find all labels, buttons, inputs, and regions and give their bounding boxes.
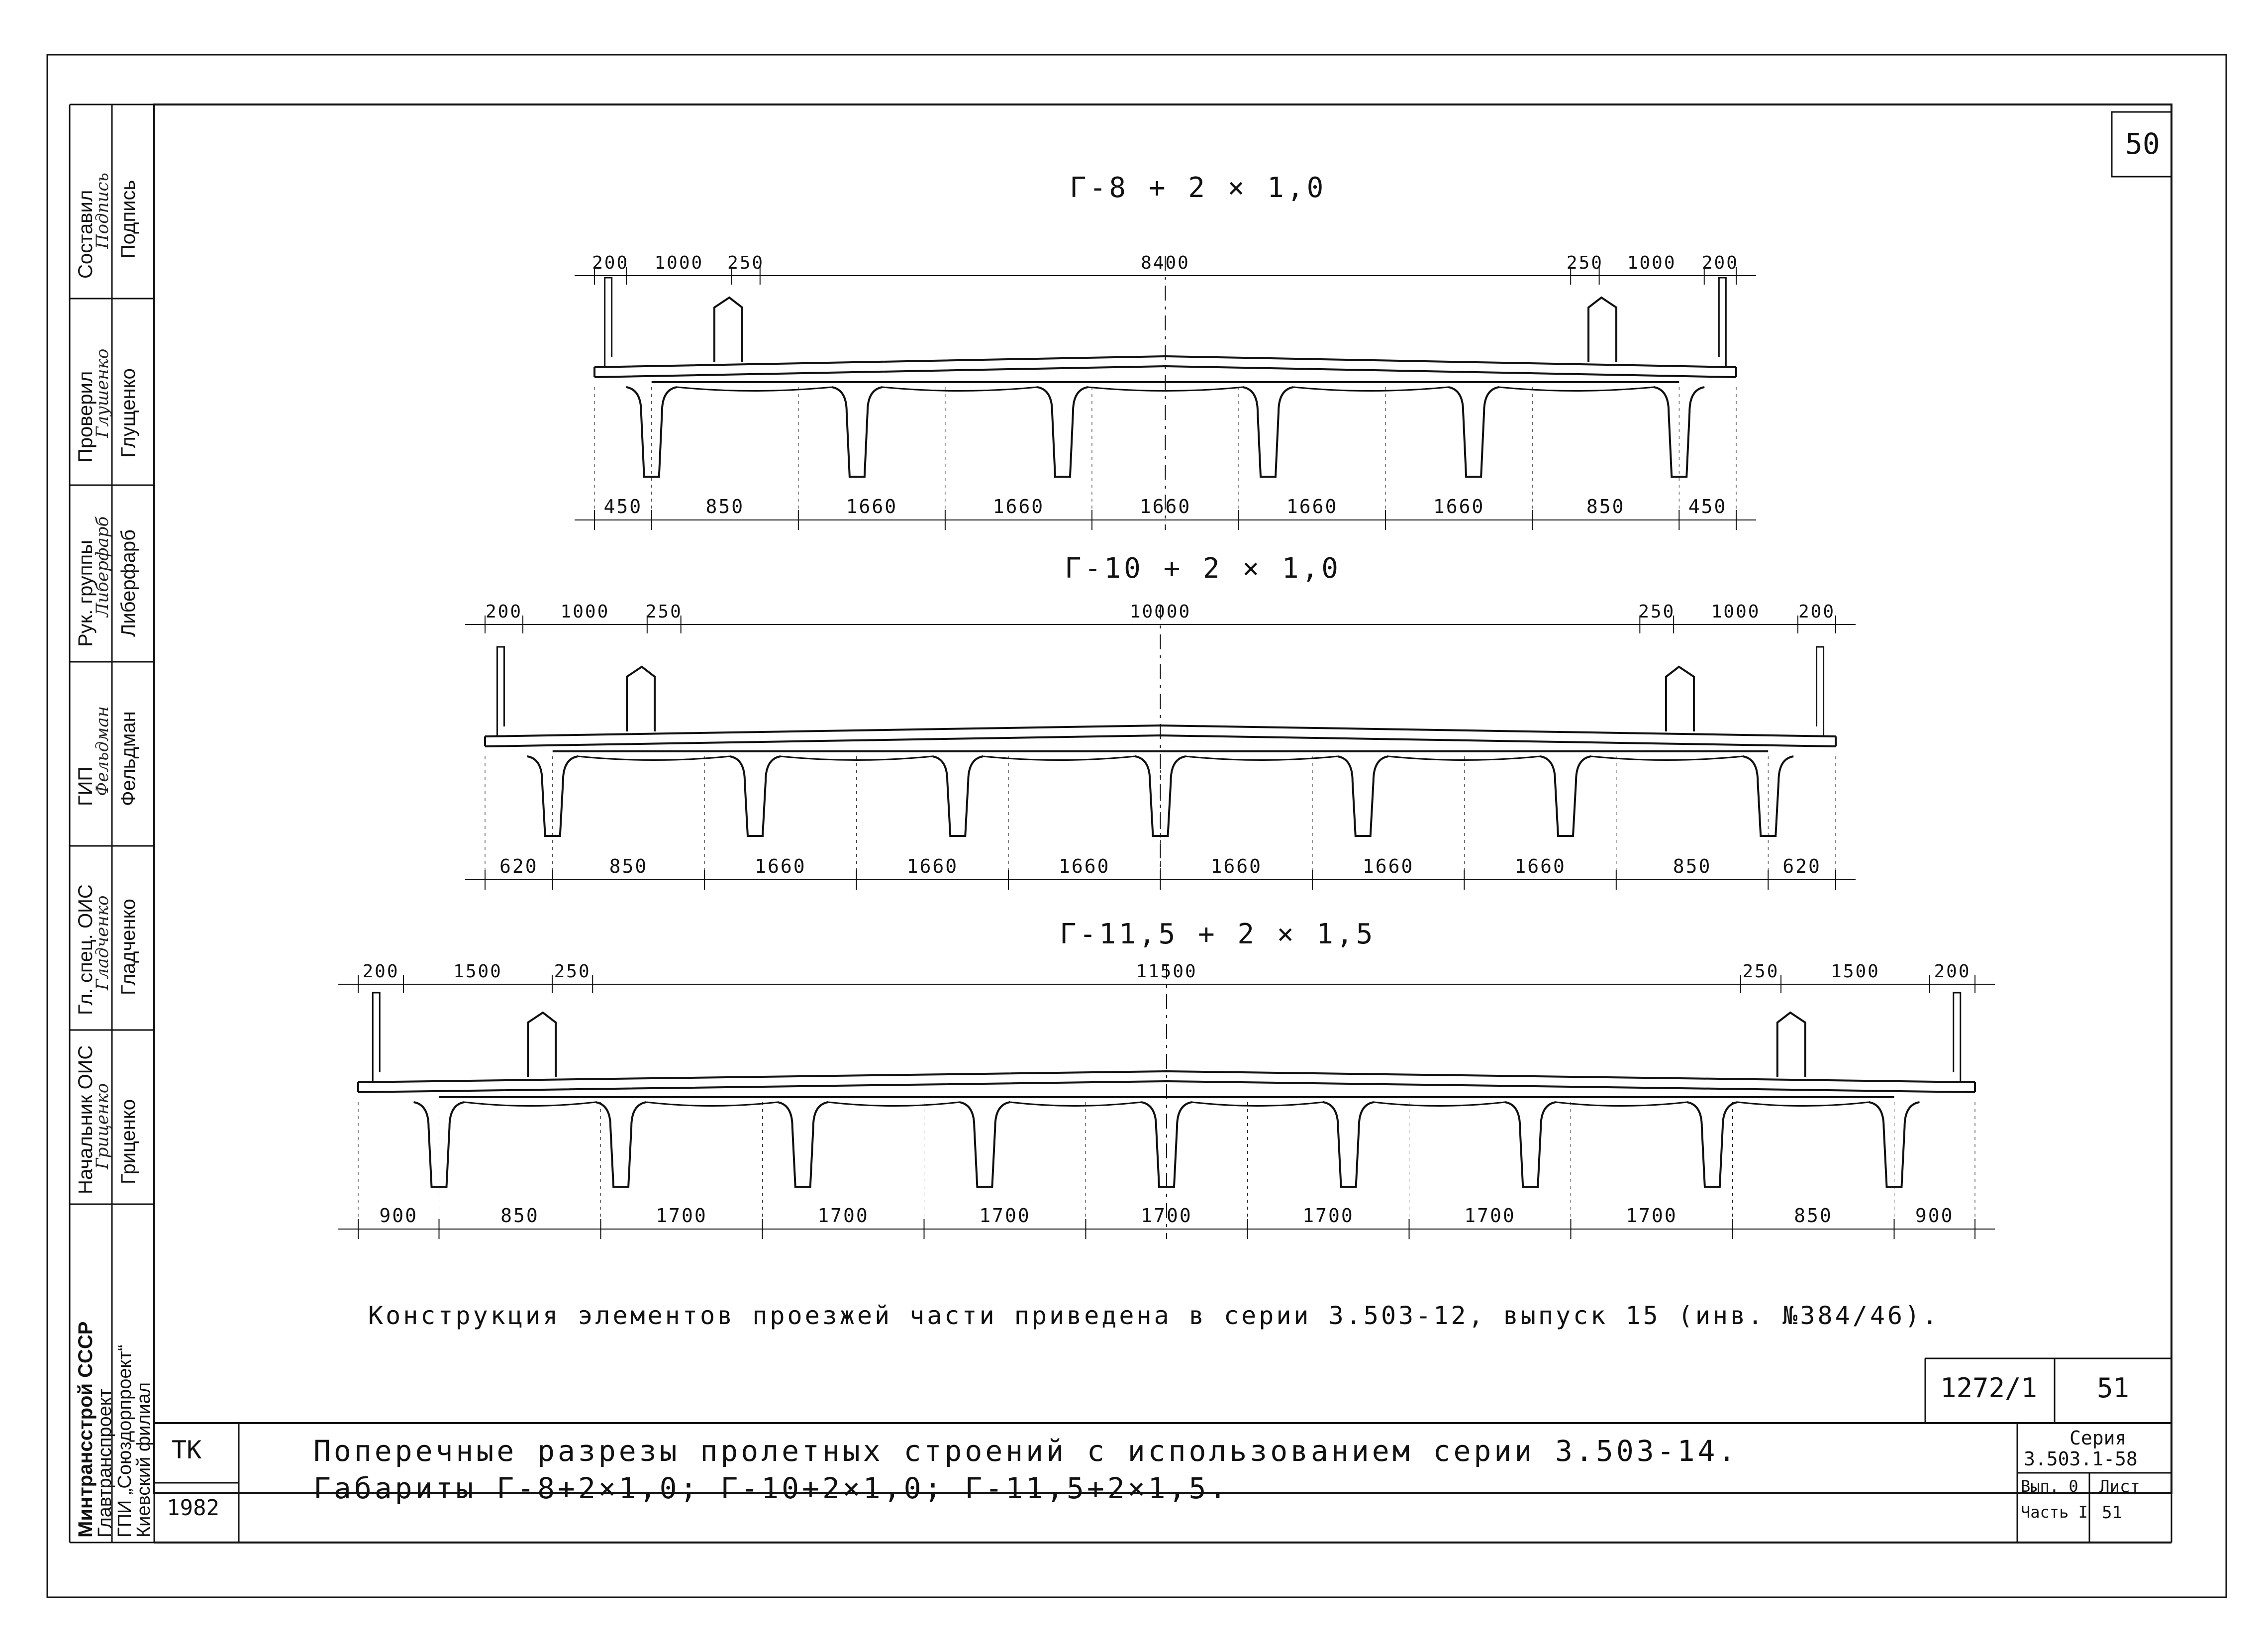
bottom-dimension-2-1: 620 xyxy=(499,855,538,877)
part-label: Часть I xyxy=(2021,1503,2088,1522)
top-dimension-3-4: 11500 xyxy=(1136,961,1197,982)
bottom-dimension-2-10: 620 xyxy=(1782,855,1821,877)
bottom-dimension-1-9: 450 xyxy=(1688,496,1727,517)
stamp-name-6: Гриценко xyxy=(117,1099,139,1184)
bottom-dimension-3-2: 850 xyxy=(500,1205,539,1227)
bottom-dimension-3-10: 850 xyxy=(1794,1205,1833,1227)
bottom-dimension-3-8: 1700 xyxy=(1464,1205,1516,1227)
top-dimension-2-6: 1000 xyxy=(1711,602,1761,622)
sheet-number: 50 xyxy=(2125,127,2160,161)
top-dimension-1-1: 200 xyxy=(592,253,629,273)
title-line-1: Поперечные разрезы пролетных строений с … xyxy=(313,1434,1739,1468)
top-dimension-3-3: 250 xyxy=(554,961,591,982)
bottom-dimension-2-4: 1660 xyxy=(907,855,959,877)
sheet-number-box xyxy=(2111,111,2172,178)
general-note: Конструкция элементов проезжей части при… xyxy=(368,1301,1940,1330)
drawing-sheet-number: 51 xyxy=(2097,1372,2130,1404)
bottom-dimension-2-5: 1660 xyxy=(1059,855,1110,877)
bottom-dimension-3-9: 1700 xyxy=(1626,1205,1677,1227)
bottom-dimension-3-6: 1700 xyxy=(1141,1205,1192,1227)
bottom-dimension-3-7: 1700 xyxy=(1302,1205,1354,1227)
bottom-dimension-2-7: 1660 xyxy=(1363,855,1414,877)
bottom-dimension-3-1: 900 xyxy=(379,1205,418,1227)
stamp-signature-2: Глушенко xyxy=(93,348,112,438)
org-name-4: Киевский филиал xyxy=(133,1382,154,1538)
title-year: 1982 xyxy=(167,1495,219,1521)
bottom-dimension-1-8: 850 xyxy=(1586,496,1625,517)
bottom-dimension-1-1: 450 xyxy=(604,496,643,517)
bottom-dimension-1-7: 1660 xyxy=(1433,496,1485,517)
top-dimension-3-1: 200 xyxy=(362,961,399,982)
sheet-label: Лист xyxy=(2099,1477,2140,1497)
title-line-2: Габариты Г-8+2×1,0; Г-10+2×1,0; Г-11,5+2… xyxy=(313,1471,1230,1505)
stamp-signature-6: Гриценко xyxy=(93,1083,112,1169)
top-dimension-3-6: 1500 xyxy=(1831,961,1880,982)
title-code: ТК xyxy=(172,1436,202,1464)
inner-frame xyxy=(153,103,2172,1494)
bottom-dimension-2-8: 1660 xyxy=(1514,855,1566,877)
bottom-dimension-3-11: 900 xyxy=(1915,1205,1954,1227)
bottom-dimension-1-6: 1660 xyxy=(1286,496,1338,517)
stamp-signature-3: Либерфарб xyxy=(93,516,112,617)
stamp-name-5: Гладченко xyxy=(117,899,139,995)
bottom-dimension-1-3: 1660 xyxy=(846,496,898,517)
org-name-3: ГПИ „Союздорпроект“ xyxy=(114,1344,135,1538)
bottom-dimension-2-9: 850 xyxy=(1673,855,1712,877)
top-dimension-1-3: 250 xyxy=(727,253,764,273)
series-value: 3.503.1-58 xyxy=(2024,1448,2138,1470)
top-dimension-2-1: 200 xyxy=(486,602,522,622)
top-dimension-2-4: 10000 xyxy=(1130,602,1191,622)
bottom-dimension-2-2: 850 xyxy=(609,855,648,877)
top-dimension-3-5: 250 xyxy=(1742,961,1779,982)
top-dimension-3-7: 200 xyxy=(1934,961,1971,982)
stamp-name-3: Либерфарб xyxy=(117,529,139,637)
series-label: Серия xyxy=(2070,1427,2127,1449)
bottom-dimension-1-5: 1660 xyxy=(1140,496,1191,517)
stamp-name-2: Глущенко xyxy=(117,368,139,458)
stamp-signature-5: Гладченко xyxy=(93,895,112,990)
section-title-2: Г-10 + 2 × 1,0 xyxy=(1065,552,1342,585)
section-title-1: Г-8 + 2 × 1,0 xyxy=(1070,172,1327,204)
stamp-name-4: Фельдман xyxy=(117,711,139,806)
stamp-signature-4: Фельдман xyxy=(93,706,112,796)
org-name: Минтрансстрой СССР xyxy=(75,1321,97,1538)
org-name-2: Главтранспроект xyxy=(95,1388,115,1538)
stamp-signature-1: Подпись xyxy=(93,172,112,249)
bottom-dimension-1-2: 850 xyxy=(705,496,744,517)
top-dimension-1-5: 250 xyxy=(1567,253,1603,273)
issue-label: Вып. 0 xyxy=(2021,1477,2078,1496)
bottom-dimension-3-3: 1700 xyxy=(656,1205,707,1227)
outer-frame xyxy=(46,54,2227,1598)
top-dimension-1-6: 1000 xyxy=(1627,253,1676,273)
top-dimension-1-2: 1000 xyxy=(654,253,703,273)
bottom-dimension-2-3: 1660 xyxy=(755,855,806,877)
top-dimension-2-5: 250 xyxy=(1638,602,1675,622)
drawing-number: 1272/1 xyxy=(1940,1372,2038,1404)
top-dimension-2-3: 250 xyxy=(646,602,683,622)
section-title-3: Г-11,5 + 2 × 1,5 xyxy=(1060,918,1376,950)
bottom-dimension-2-6: 1660 xyxy=(1210,855,1262,877)
sheet-value: 51 xyxy=(2102,1503,2122,1523)
top-dimension-3-2: 1500 xyxy=(453,961,502,982)
bottom-dimension-1-4: 1660 xyxy=(993,496,1045,517)
cross-section-1 xyxy=(575,256,1756,530)
top-dimension-2-2: 1000 xyxy=(561,602,610,622)
stamp-name-1: Подпись xyxy=(117,180,139,259)
cross-section-2 xyxy=(465,605,1856,890)
cross-section-3 xyxy=(338,964,1995,1239)
bottom-dimension-3-5: 1700 xyxy=(979,1205,1031,1227)
top-dimension-1-4: 8400 xyxy=(1141,253,1190,273)
top-dimension-1-7: 200 xyxy=(1702,253,1739,273)
top-dimension-2-7: 200 xyxy=(1798,602,1835,622)
bottom-dimension-3-4: 1700 xyxy=(817,1205,869,1227)
